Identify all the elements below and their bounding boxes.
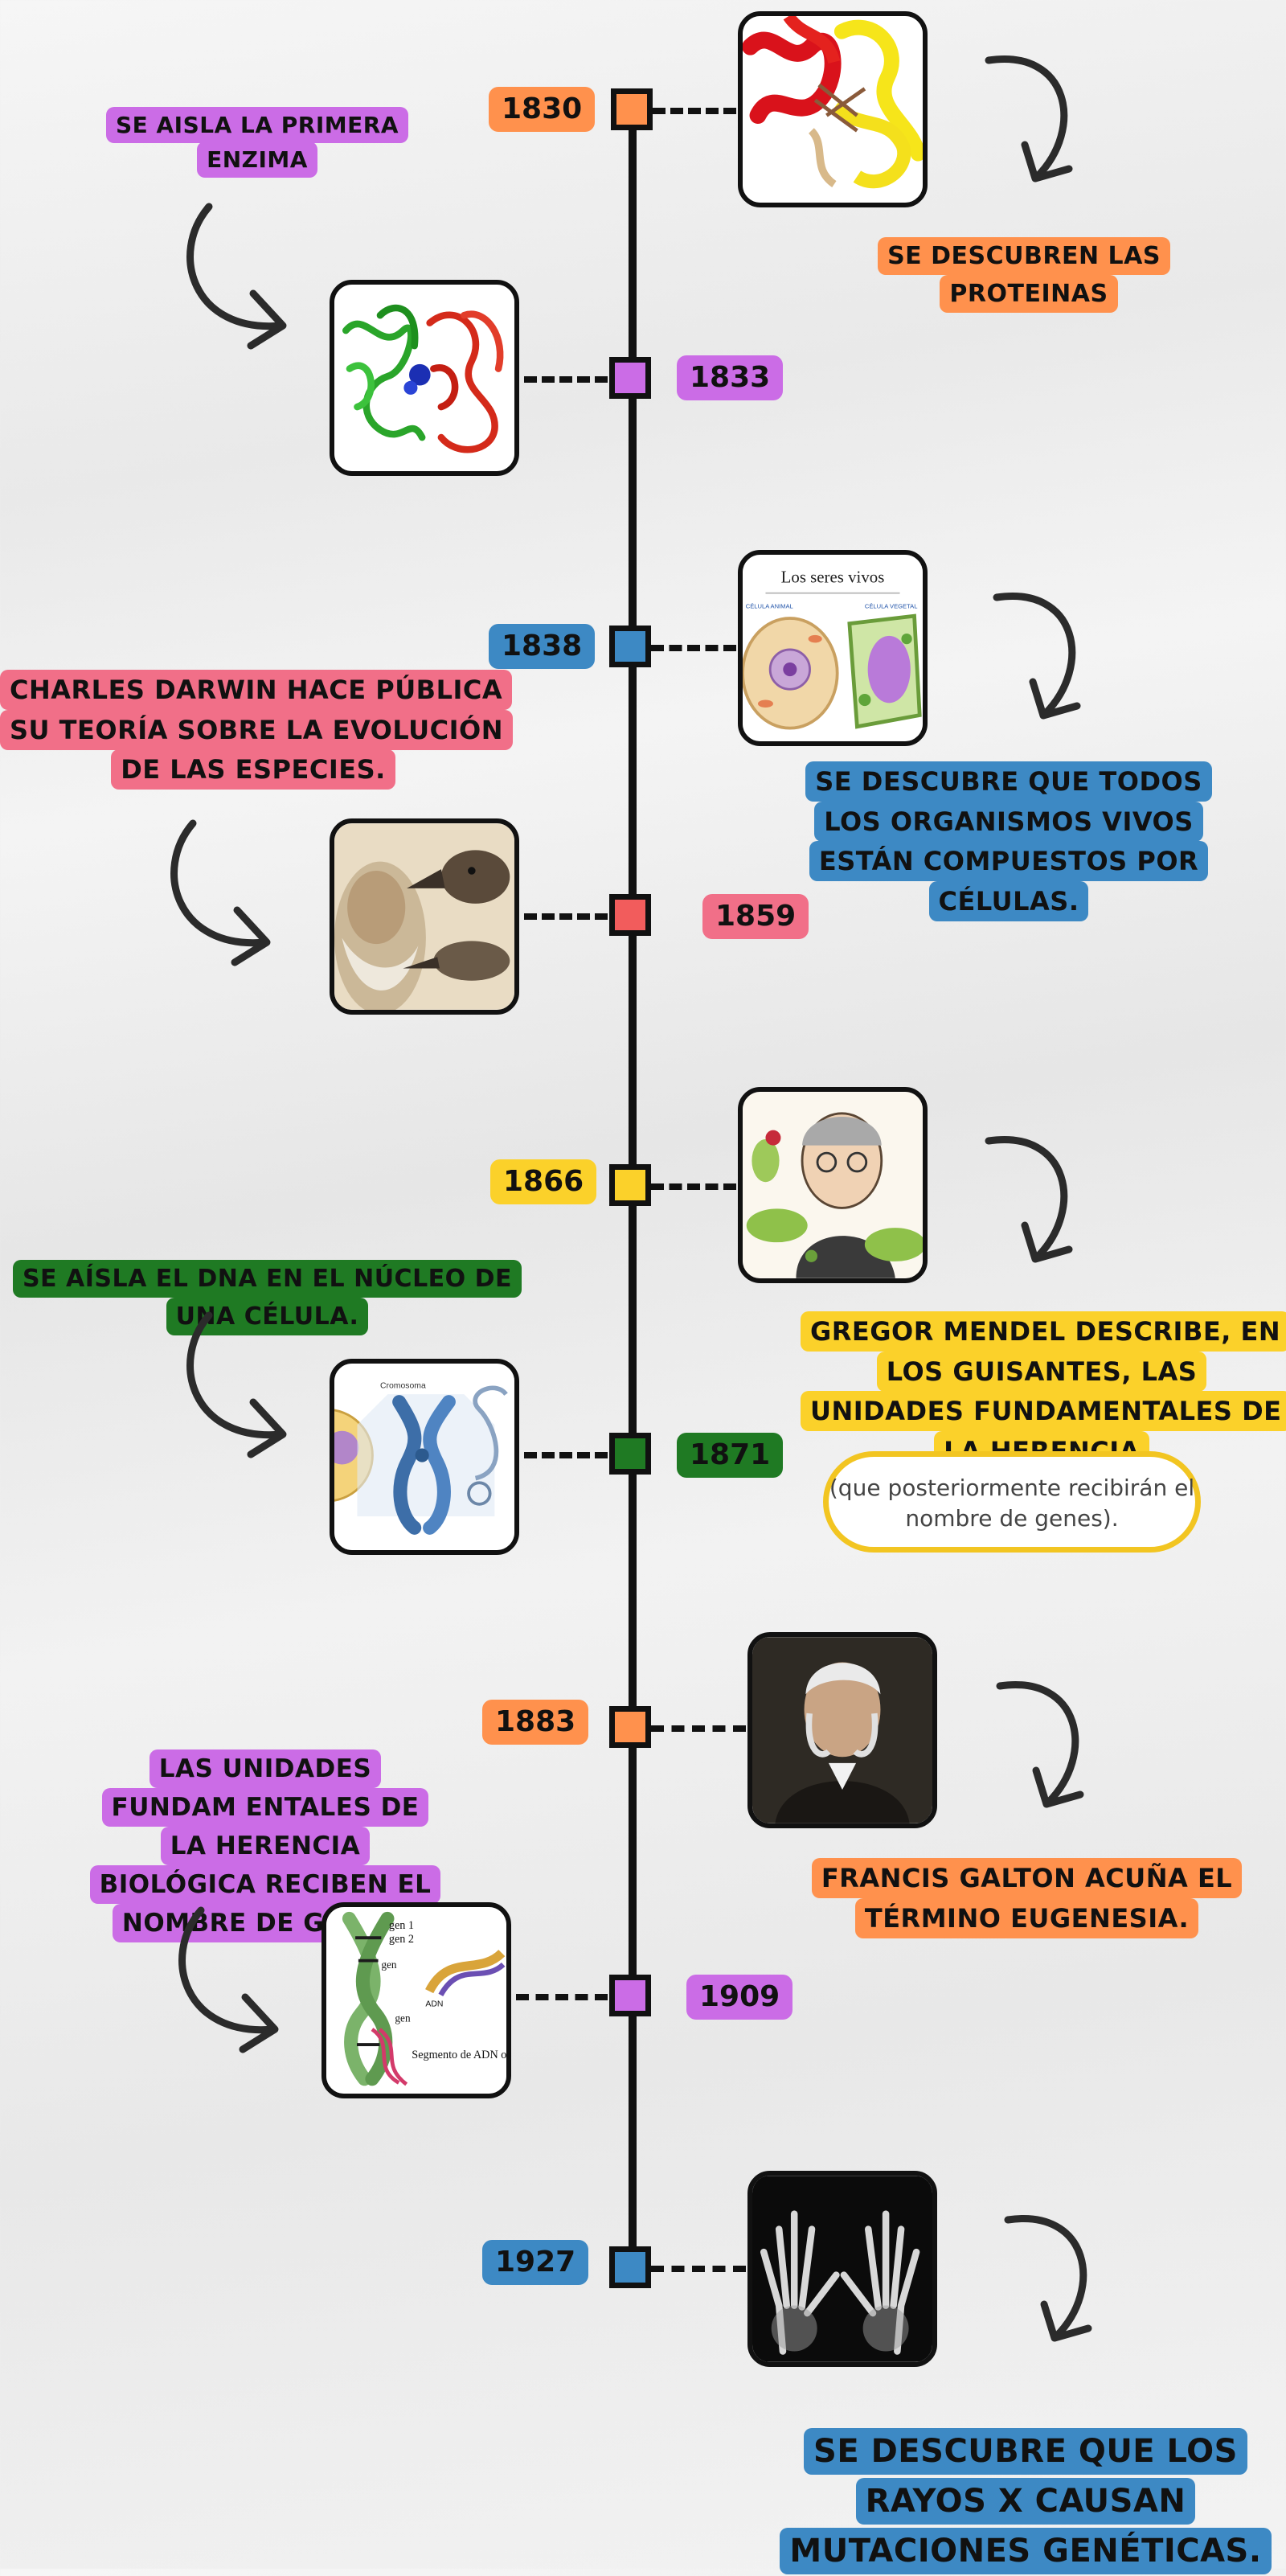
connector-1838 bbox=[651, 645, 736, 651]
curved-arrow-icon bbox=[1004, 2215, 1092, 2342]
year-badge-1909: 1909 bbox=[686, 1975, 793, 2020]
curved-arrow-icon bbox=[993, 593, 1081, 720]
xray-hands-image bbox=[747, 2171, 937, 2367]
gene-1-label: gen 1 bbox=[389, 1919, 414, 1932]
curved-arrow-icon bbox=[186, 203, 287, 350]
plant-cell-label: CÉLULA VEGETAL bbox=[865, 603, 918, 610]
year-badge-1927: 1927 bbox=[482, 2240, 589, 2285]
connector-1927 bbox=[651, 2266, 746, 2272]
event-label-1866: GREGOR MENDEL DESCRIBE, EN LOS GUISANTES… bbox=[801, 1311, 1286, 1471]
darwin-finches-image bbox=[330, 818, 519, 1015]
mendel-portrait-image bbox=[738, 1087, 928, 1283]
enzyme-ribbon-graphic bbox=[334, 285, 514, 471]
timeline-node-1833 bbox=[609, 357, 651, 399]
curved-arrow-icon bbox=[985, 1136, 1073, 1263]
connector-1909 bbox=[516, 1994, 608, 2000]
protein-ribbon-graphic bbox=[743, 16, 923, 203]
animal-cell-label: CÉLULA ANIMAL bbox=[746, 603, 793, 610]
gene-name-note: (que posteriormente recibirán el nombre … bbox=[823, 1451, 1201, 1553]
year-badge-1830: 1830 bbox=[489, 87, 596, 132]
chromosome-label: Cromosoma bbox=[380, 1382, 426, 1391]
connector-1866 bbox=[651, 1183, 736, 1190]
year-badge-1833: 1833 bbox=[677, 355, 784, 400]
chromosome-image: Cromosoma bbox=[330, 1359, 519, 1555]
gene-label-b: gen bbox=[395, 2012, 411, 2024]
darwin-finches-graphic bbox=[334, 823, 514, 1010]
cells-diagram-title: Los seres vivos bbox=[781, 567, 885, 586]
cells-diagram-graphic: Los seres vivos CÉLULA ANIMAL CÉLULA VEG… bbox=[743, 555, 923, 741]
event-label-1883: FRANCIS GALTON ACUÑA EL TÉRMINO EUGENESI… bbox=[768, 1858, 1286, 1938]
year-badge-1871: 1871 bbox=[677, 1433, 784, 1478]
genes-diagram-graphic: gen 1 gen 2 gen gen ADN Segmento de ADN … bbox=[326, 1907, 506, 2094]
galton-portrait-graphic bbox=[752, 1637, 932, 1823]
timeline-node-1830 bbox=[611, 88, 653, 130]
event-label-1830: SE DESCUBREN LAS PROTEINAS bbox=[804, 237, 1254, 313]
curved-arrow-icon bbox=[996, 1681, 1084, 1808]
connector-1859 bbox=[524, 913, 608, 920]
xray-hands-graphic bbox=[752, 2176, 932, 2362]
connector-1833 bbox=[524, 376, 608, 383]
gene-2-label: gen 2 bbox=[389, 1933, 414, 1946]
gene-label-a: gen bbox=[381, 1959, 397, 1971]
timeline-node-1871 bbox=[609, 1433, 651, 1475]
year-badge-1866: 1866 bbox=[490, 1159, 597, 1204]
enzyme-structure-image bbox=[330, 280, 519, 476]
cells-diagram-image: Los seres vivos CÉLULA ANIMAL CÉLULA VEG… bbox=[738, 550, 928, 746]
curved-arrow-icon bbox=[985, 55, 1073, 183]
protein-structure-image bbox=[738, 11, 928, 207]
connector-1871 bbox=[524, 1452, 608, 1458]
timeline-node-1866 bbox=[609, 1164, 651, 1206]
curved-arrow-icon bbox=[178, 1906, 279, 2053]
dna-segment-label: Segmento de ADN o gen bbox=[412, 2049, 506, 2061]
genes-diagram-image: gen 1 gen 2 gen gen ADN Segmento de ADN … bbox=[322, 1902, 511, 2098]
timeline-node-1883 bbox=[609, 1706, 651, 1748]
event-label-1838: SE DESCUBRE QUE TODOS LOS ORGANISMOS VIV… bbox=[796, 761, 1222, 921]
timeline-node-1909 bbox=[609, 1975, 651, 2016]
year-badge-1883: 1883 bbox=[482, 1700, 589, 1745]
connector-1883 bbox=[651, 1725, 746, 1732]
event-label-1859: CHARLES DARWIN HACE PÚBLICA SU TEORÍA SO… bbox=[0, 670, 513, 790]
timeline-node-1838 bbox=[609, 626, 651, 667]
mendel-portrait-graphic bbox=[743, 1092, 923, 1278]
connector-1830 bbox=[653, 108, 736, 114]
curved-arrow-icon bbox=[170, 819, 271, 966]
curved-arrow-icon bbox=[186, 1311, 287, 1458]
event-label-1927: SE DESCUBRE QUE LOS RAYOS X CAUSAN MUTAC… bbox=[765, 2426, 1286, 2576]
timeline-node-1859 bbox=[609, 894, 651, 936]
galton-portrait-image bbox=[747, 1632, 937, 1828]
event-label-1833: SE AISLA LA PRIMERA ENZIMA bbox=[64, 107, 450, 178]
year-badge-1838: 1838 bbox=[489, 624, 596, 669]
dna-label: ADN bbox=[425, 2000, 443, 2009]
year-badge-1859: 1859 bbox=[702, 894, 809, 939]
timeline-node-1927 bbox=[609, 2246, 651, 2288]
event-label-1871: SE AÍSLA EL DNA EN EL NÚCLEO DE UNA CÉLU… bbox=[0, 1260, 534, 1335]
chromosome-graphic: Cromosoma bbox=[334, 1364, 514, 1550]
